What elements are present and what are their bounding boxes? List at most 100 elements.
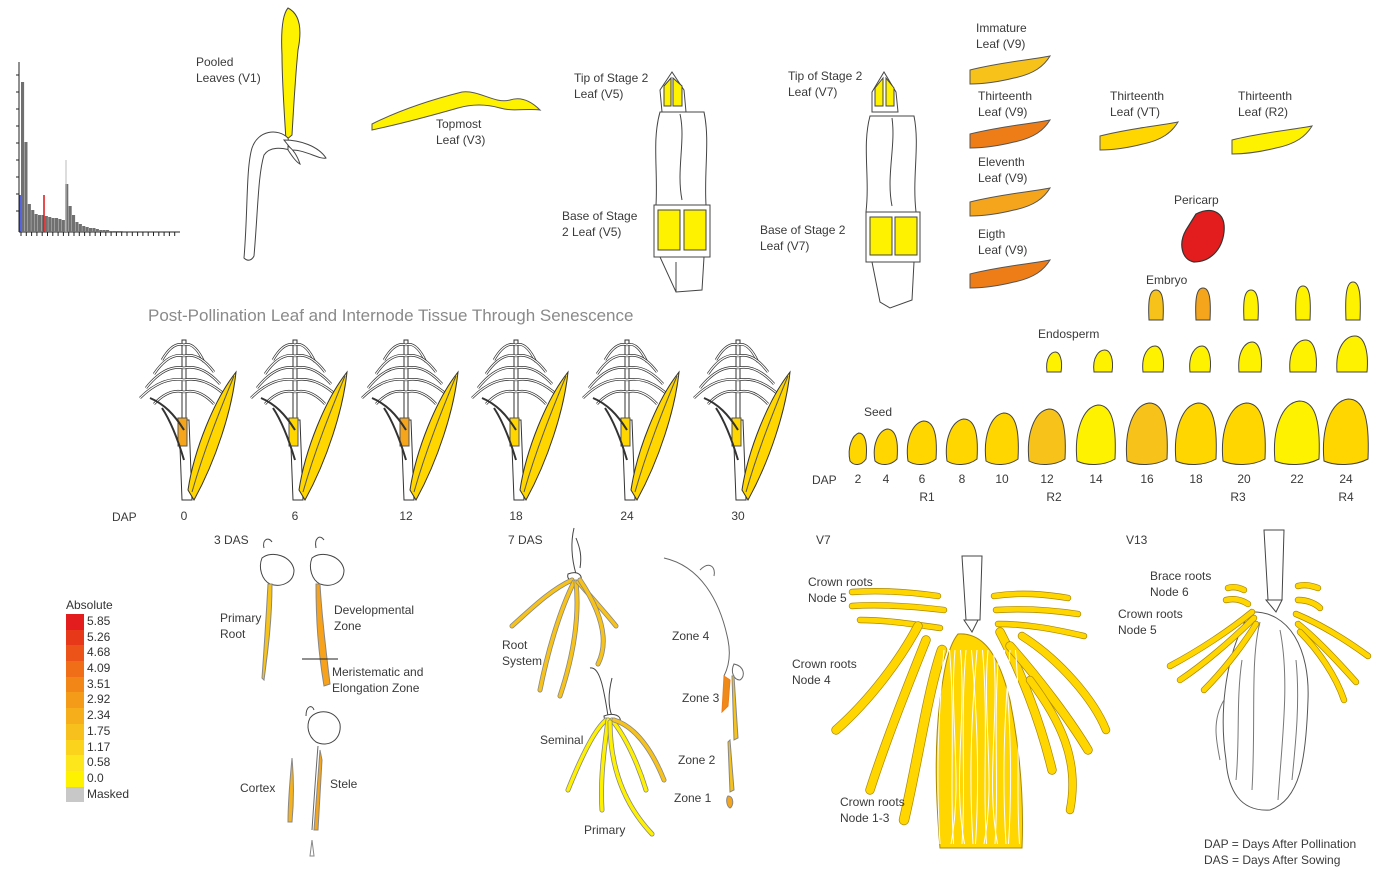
legend-value: 1.17 — [87, 740, 110, 756]
legend-swatch — [66, 740, 84, 756]
legend-value: 2.34 — [87, 708, 110, 724]
label-v13: V13 — [1126, 532, 1147, 548]
stage2-leaf-v5 — [654, 72, 710, 292]
legend-row: 5.26 — [66, 630, 129, 646]
tassel-branch-inner — [362, 379, 406, 398]
tassel-branch-inner — [708, 355, 738, 374]
tassel-branch-inner — [627, 391, 657, 404]
senescence-plants — [140, 340, 790, 500]
seed-dap-value: 2 — [843, 472, 873, 486]
legend-row: 1.75 — [66, 724, 129, 740]
label-tip-v7: Tip of Stage 2 Leaf (V7) — [788, 68, 862, 100]
seedling-v1 — [244, 8, 326, 260]
expression-histogram — [16, 62, 180, 236]
brace-root-node6 — [1298, 600, 1320, 608]
senescence-dap-value: 18 — [501, 509, 531, 523]
crown-root-node5 — [996, 609, 1078, 614]
histogram-bar — [89, 228, 92, 232]
tassel-branch-inner — [583, 379, 627, 398]
embryo-shape — [1196, 288, 1211, 320]
thirteenth-leaf-r2-blade — [1232, 126, 1312, 154]
senescence-plant — [694, 340, 790, 500]
label-v7: V7 — [816, 532, 831, 548]
seed-shape — [1076, 405, 1115, 465]
histogram-bar — [109, 231, 112, 232]
label-zone2: Zone 2 — [678, 752, 715, 768]
seed-shape — [1274, 401, 1319, 465]
histogram-bar — [96, 229, 99, 232]
endosperm-shape — [1190, 346, 1211, 372]
label-root-system: Root System — [502, 637, 542, 669]
legend-value: 4.68 — [87, 645, 110, 661]
senescence-plant — [583, 340, 679, 500]
tassel-branch-inner — [738, 391, 768, 404]
label-developmental-zone: Developmental Zone — [334, 602, 414, 634]
senescence-title: Post-Pollination Leaf and Internode Tiss… — [148, 306, 633, 326]
legend-row: 0.0 — [66, 771, 129, 787]
endosperm-shape — [1337, 336, 1368, 372]
histogram-bar — [79, 224, 82, 232]
label-eighth-v9: Eigth Leaf (V9) — [978, 226, 1027, 258]
brace-root-node6 — [1226, 599, 1248, 604]
senescence-dap-value: 6 — [280, 509, 310, 523]
histogram-bar — [55, 218, 58, 232]
label-primary: Primary — [584, 822, 625, 838]
legend-row: 0.58 — [66, 755, 129, 771]
legend-row: 3.51 — [66, 677, 129, 693]
legend-value: 3.51 — [87, 677, 110, 693]
legend-value: 0.0 — [87, 771, 104, 787]
label-immature-leaf: Immature Leaf (V9) — [976, 20, 1027, 52]
legend-rows: 5.855.264.684.093.512.922.341.751.170.58… — [66, 614, 129, 802]
stage2-leaf-v7 — [866, 72, 920, 308]
histogram-bar — [62, 220, 65, 232]
legend-swatch — [66, 661, 84, 677]
label-tip-v5: Tip of Stage 2 Leaf (V5) — [574, 70, 648, 102]
seed-shape — [985, 413, 1018, 465]
label-zone1: Zone 1 — [674, 790, 711, 806]
pericarp-shape — [1182, 211, 1224, 262]
tassel-branch-inner — [184, 391, 214, 404]
tassel-branch-inner — [140, 379, 184, 398]
crown-root-node5 — [860, 620, 940, 628]
tassel-branch-inner — [486, 355, 516, 374]
footnote-das: DAS = Days After Sowing — [1204, 852, 1340, 868]
seed-dap-value: 4 — [871, 472, 901, 486]
legend-row: 1.17 — [66, 740, 129, 756]
legend-swatch — [66, 630, 84, 646]
embryo-shape — [1346, 282, 1361, 320]
histogram-bar — [28, 204, 31, 232]
legend-row: 2.92 — [66, 692, 129, 708]
label-crown-node5-v13: Crown roots Node 5 — [1118, 606, 1183, 638]
legend-value: 5.26 — [87, 630, 110, 646]
seed-dap-value: 24 — [1331, 472, 1361, 486]
seed-dap-value: 8 — [947, 472, 977, 486]
footnote-dap: DAP = Days After Pollination — [1204, 836, 1356, 852]
thirteenth-leaf-vt-blade — [1100, 122, 1178, 150]
histogram-bar — [82, 226, 85, 232]
label-pooled-leaves: Pooled Leaves (V1) — [196, 54, 261, 86]
label-primary-root: Primary Root — [220, 610, 261, 642]
label-thirteenth-vt: Thirteenth Leaf (VT) — [1110, 88, 1164, 120]
label-3das: 3 DAS — [214, 532, 249, 548]
seed-dap-label: DAP — [812, 472, 837, 488]
endosperm-shape — [1290, 340, 1317, 372]
label-endosperm: Endosperm — [1038, 326, 1099, 342]
histogram-bar — [52, 218, 55, 232]
senescence-dap-value: 0 — [169, 509, 199, 523]
thirteenth-leaf-v9-blade — [970, 120, 1050, 148]
label-seed: Seed — [864, 404, 892, 420]
legend-title: Absolute — [66, 598, 129, 612]
histogram-bar — [24, 142, 27, 232]
histogram-bar — [58, 219, 61, 232]
label-crown-node5: Crown roots Node 5 — [808, 574, 873, 606]
seed-dap-value: 16 — [1132, 472, 1162, 486]
tassel-branch-inner — [257, 367, 295, 388]
seed-row — [849, 399, 1368, 465]
legend-value: 5.85 — [87, 614, 110, 630]
seed-stage-value: R3 — [1223, 490, 1253, 504]
seed-stage-value: R4 — [1331, 490, 1361, 504]
seed-dap-value: 22 — [1282, 472, 1312, 486]
histogram-bar — [21, 82, 24, 232]
legend-row: 4.68 — [66, 645, 129, 661]
